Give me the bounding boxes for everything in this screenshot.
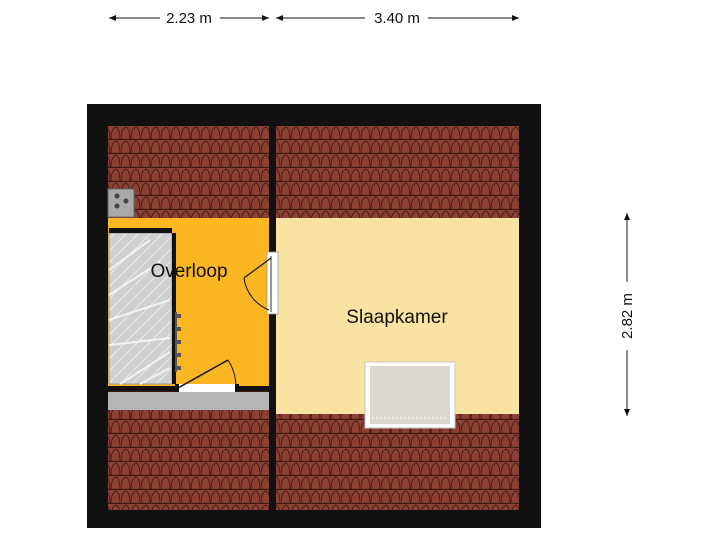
dimension-label-height-right: 2.82 m (619, 293, 636, 339)
center-wall (269, 126, 276, 510)
door-slaapkamer (243, 251, 279, 315)
room-label-slaapkamer: Slaapkamer (346, 307, 448, 328)
room-label-overloop: Overloop (150, 261, 227, 282)
knee-wall-strip (108, 392, 269, 410)
dimension-height-right: 2.82 m (619, 213, 636, 416)
chimney-box (107, 188, 135, 218)
dimension-label-width-right: 3.40 m (374, 10, 420, 27)
dimension-width-right: 3.40 m (276, 10, 519, 27)
dimension-label-width-left: 2.23 m (166, 10, 212, 27)
stair-rail (175, 312, 181, 372)
roof-window (364, 361, 456, 429)
dimension-width-left: 2.23 m (109, 10, 269, 27)
door-overloop-bottom (175, 359, 239, 392)
staircase (108, 228, 176, 385)
